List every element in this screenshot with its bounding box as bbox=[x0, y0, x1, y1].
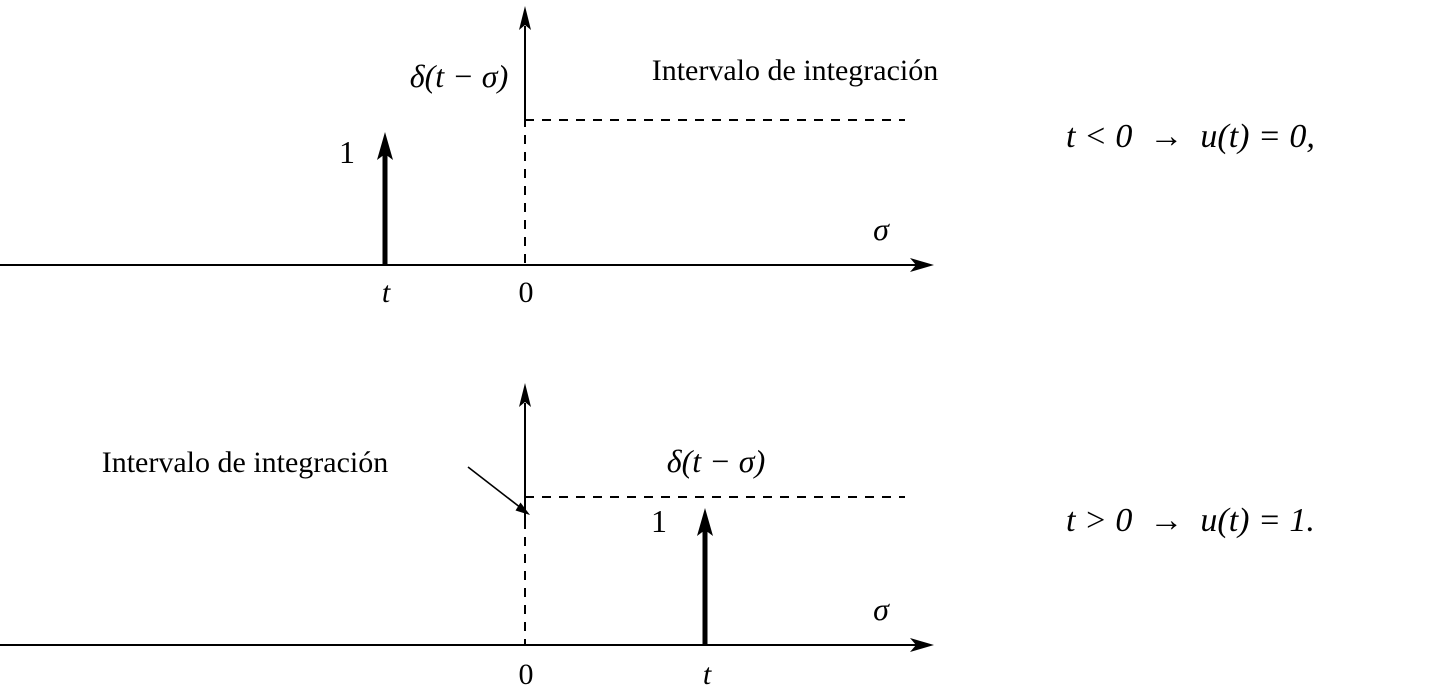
top-impulse-label: δ(t − σ) bbox=[409, 58, 509, 94]
bottom-impulse-label: δ(t − σ) bbox=[666, 443, 766, 479]
bottom-equation: t > 0 → u(t) = 1. bbox=[1066, 502, 1315, 539]
bottom-impulse-arrowhead bbox=[697, 508, 713, 536]
bottom-vertical-axis-arrowhead bbox=[519, 383, 531, 407]
top-panel-lines bbox=[0, 6, 934, 272]
interval-pointer-arrowhead bbox=[515, 502, 530, 515]
bottom-axis-label: σ bbox=[873, 591, 889, 627]
bottom-amplitude-label: 1 bbox=[651, 503, 667, 539]
top-impulse-arrowhead bbox=[377, 132, 393, 160]
top-impulse-position-label: t bbox=[381, 276, 391, 309]
top-sigma-axis-arrowhead bbox=[910, 258, 934, 272]
bottom-interval-label: Intervalo de integración bbox=[101, 446, 389, 479]
top-origin-label: 0 bbox=[518, 276, 534, 309]
bottom-origin-label: 0 bbox=[518, 658, 534, 691]
top-equation: t < 0 → u(t) = 0, bbox=[1066, 118, 1315, 155]
interval-pointer-line bbox=[467, 466, 522, 509]
top-axis-label: σ bbox=[873, 211, 889, 247]
top-interval-label: Intervalo de integración bbox=[651, 54, 939, 87]
top-vertical-axis-arrowhead bbox=[519, 6, 531, 30]
bottom-panel-lines bbox=[0, 383, 934, 652]
bottom-impulse-position-label: t bbox=[702, 658, 712, 691]
bottom-sigma-axis-arrowhead bbox=[910, 638, 934, 652]
top-amplitude-label: 1 bbox=[339, 134, 355, 170]
